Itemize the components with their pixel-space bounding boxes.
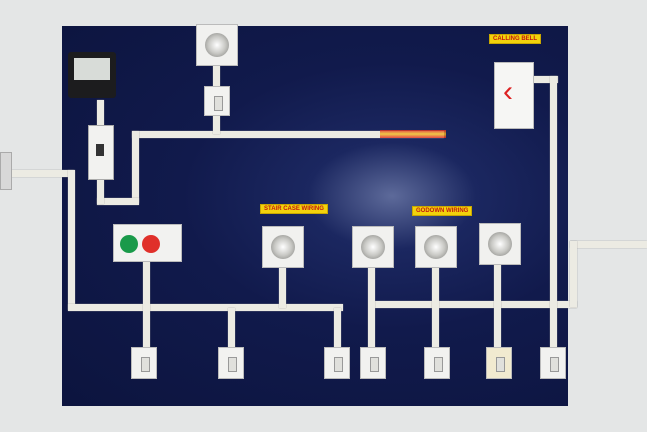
conduit xyxy=(494,264,501,348)
push-button-box xyxy=(113,224,182,262)
conduit xyxy=(334,308,341,348)
switch-7[interactable] xyxy=(540,347,566,379)
stair-case-wiring-label: STAIR CASE WIRING xyxy=(260,204,328,214)
switch-1[interactable] xyxy=(131,347,157,379)
conduit xyxy=(279,266,286,308)
wire-bundle xyxy=(380,130,446,138)
calling-bell-label: CALLING BELL xyxy=(489,34,541,44)
lamp-holder-godown xyxy=(415,226,457,268)
conduit xyxy=(432,266,439,348)
calling-bell: ‹ xyxy=(494,62,534,129)
top-lamp-holder xyxy=(196,24,238,66)
switch-2[interactable] xyxy=(218,347,244,379)
conduit xyxy=(143,258,150,348)
lamp-holder xyxy=(352,226,394,268)
conduit xyxy=(550,76,557,351)
green-indicator-button[interactable] xyxy=(120,235,138,253)
conduit xyxy=(97,198,139,205)
switch-4[interactable] xyxy=(360,347,386,379)
conduit xyxy=(68,304,343,311)
conduit xyxy=(68,170,75,310)
conduit xyxy=(132,131,444,138)
lamp-holder xyxy=(479,223,521,265)
mcb-box[interactable] xyxy=(88,125,114,180)
godown-wiring-label: GODOWN WIRING xyxy=(412,206,473,216)
conduit xyxy=(228,308,235,348)
conduit xyxy=(530,76,558,83)
switch-5[interactable] xyxy=(424,347,450,379)
top-lamp-switch[interactable] xyxy=(204,86,230,116)
energy-meter xyxy=(68,52,116,98)
conduit xyxy=(570,241,647,248)
conduit xyxy=(570,241,577,307)
red-indicator-button[interactable] xyxy=(142,235,160,253)
switch-6[interactable] xyxy=(486,347,512,379)
conduit xyxy=(368,266,375,348)
conduit xyxy=(372,301,577,308)
switch-3[interactable] xyxy=(324,347,350,379)
wall-junction-box xyxy=(0,152,12,190)
conduit xyxy=(132,131,139,203)
conduit xyxy=(0,170,74,177)
lamp-holder-stair-case xyxy=(262,226,304,268)
